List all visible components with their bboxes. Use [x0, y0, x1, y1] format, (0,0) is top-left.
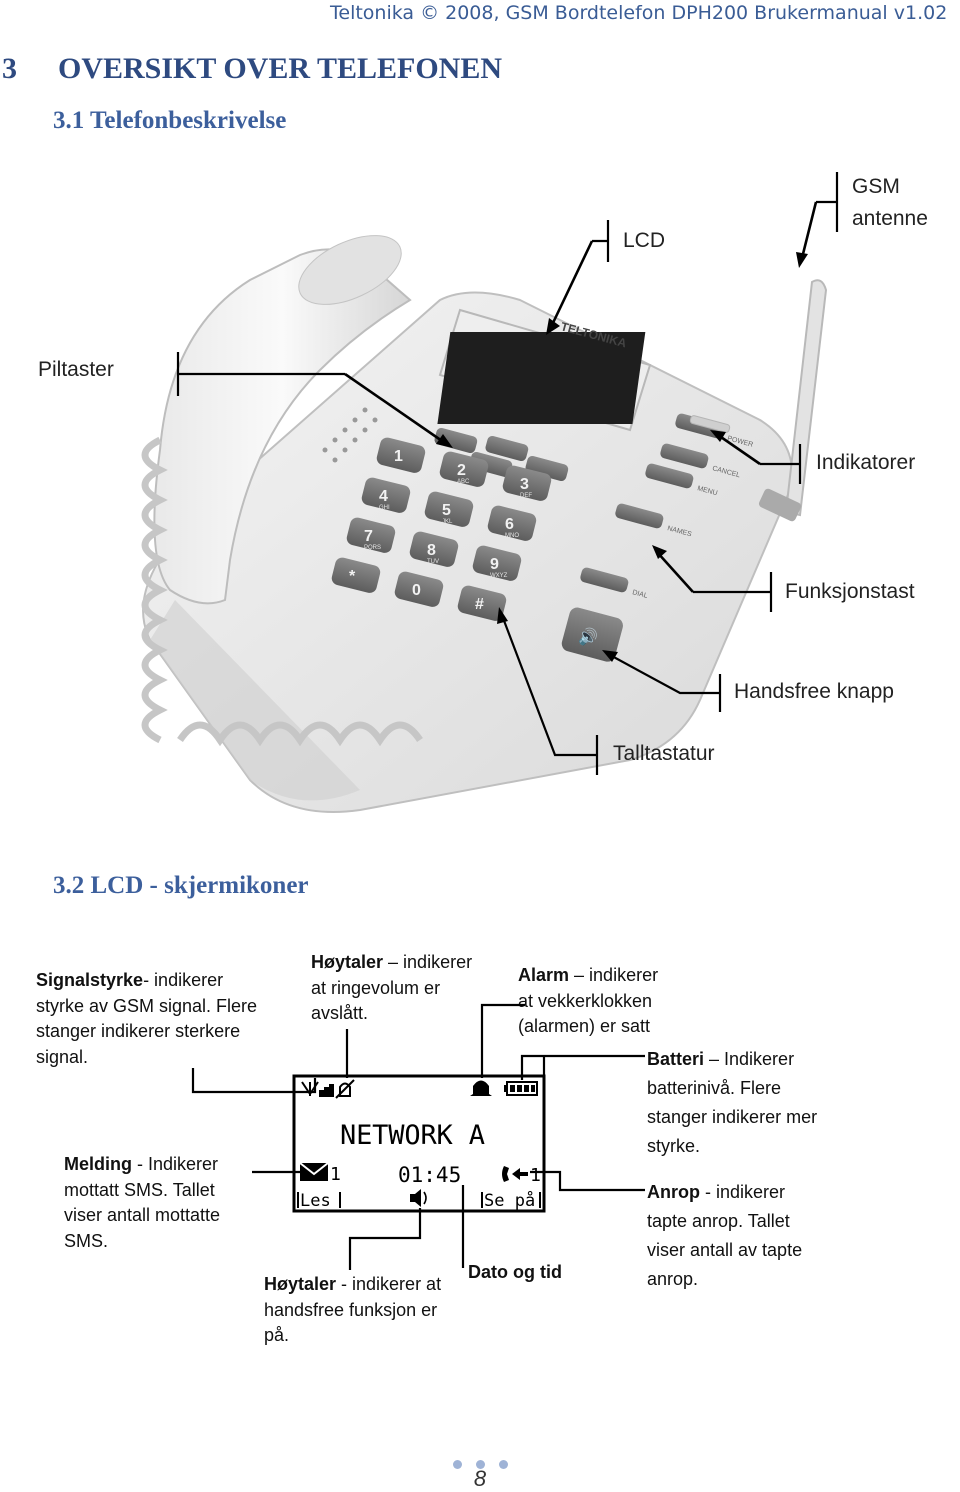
phone-key-sublabel: PQRS [364, 545, 381, 551]
svg-text:🔊: 🔊 [578, 627, 598, 646]
phone-key-label: # [475, 596, 484, 613]
alarm-icon [470, 1080, 492, 1096]
phone-key-label: 2 [457, 462, 466, 479]
phone-key-label: 1 [394, 448, 403, 465]
indicator-lights [689, 415, 731, 433]
phone-key-sublabel: MNO [505, 533, 519, 539]
phone-key-label: 0 [412, 582, 421, 599]
function-key: DIAL [580, 567, 648, 600]
ringer-off-icon [335, 1079, 355, 1099]
phone-key-sublabel: TUV [427, 559, 439, 565]
lcd-screen-illustration [437, 332, 646, 424]
callout-gsm-antenna-2: antenne [852, 207, 928, 230]
callout-function-keys: Funksjonstast [785, 580, 915, 603]
lcd-display [292, 1074, 546, 1213]
annotation-alarm: Alarm – indikerer at vekkerklokken (alar… [518, 965, 659, 1036]
running-header: Teltonika © 2008, GSM Bordtelefon DPH200… [330, 2, 948, 24]
subsection-heading-2: 3.2 LCD - skjermikoner [53, 872, 309, 899]
phone-key-label: 8 [427, 542, 436, 559]
callout-keypad: Talltastatur [613, 742, 715, 765]
handsfree-key-illustration [561, 607, 623, 662]
page-number: 8 [473, 1466, 487, 1491]
lcd-sms-count: 1 [330, 1164, 341, 1185]
phone-key-label: 4 [379, 488, 388, 505]
annotation-speaker-mute: Høytaler – indikerer at ringevolum er av… [311, 952, 473, 1023]
signal-strength-icon [301, 1081, 334, 1097]
section-heading: 3 OVERSIKT OVER TELEFONEN [2, 52, 502, 86]
annotation-missed-call: Anrop - indikerer tapte anrop. Tallet vi… [647, 1182, 803, 1289]
callout-lcd: LCD [623, 229, 666, 252]
annotation-battery: Batteri – Indikerer batterinivå. Flere s… [647, 1049, 818, 1156]
phone-key: 1 [376, 437, 426, 473]
phone-key-label: 6 [505, 516, 514, 533]
annotation-message: Melding - Indikerer mottatt SMS. Tallet … [64, 1154, 221, 1251]
lcd-time: 01:45 [398, 1163, 461, 1187]
phone-key-label: * [349, 568, 356, 585]
phone-key-sublabel: JKL [442, 519, 453, 525]
lcd-missed-count: 1 [530, 1165, 541, 1186]
callout-gsm-antenna-1: GSM [852, 175, 900, 198]
phone-key-sublabel: GHI [379, 505, 390, 511]
speaker-grille [322, 407, 378, 463]
phone-key: * [331, 557, 381, 593]
phone-key-label: 9 [490, 556, 499, 573]
phone-key-sublabel: ABC [457, 479, 470, 485]
lcd-diagram: NETWORK A 1 01:45 1 Les Se på [191, 1003, 645, 1270]
phone-key-label: 3 [520, 476, 529, 493]
phone-key: 0 [394, 571, 444, 607]
lcd-left-softkey: Les [300, 1191, 331, 1211]
phone-key-sublabel: WXYZ [490, 573, 508, 579]
annotation-speaker-handsfree: Høytaler - indikerer at handsfree funksj… [264, 1274, 442, 1345]
handset [153, 248, 412, 605]
callout-indicators: Indikatorer [816, 451, 916, 474]
sms-envelope-icon [299, 1162, 329, 1181]
handsfree-speaker-icon [410, 1189, 427, 1207]
function-key-label: DIAL [631, 589, 648, 600]
section-number: 3 [2, 52, 17, 85]
annotation-signal: Signalstyrke- indikerer styrke av GSM si… [36, 970, 258, 1067]
phone-key-label: 7 [364, 528, 373, 545]
annotation-date-time: Dato og tid [468, 1262, 562, 1282]
callout-handsfree-button: Handsfree knapp [734, 680, 894, 703]
phone-key-sublabel: DEF [520, 493, 532, 499]
section-title: OVERSIKT OVER TELEFONEN [58, 52, 503, 85]
lcd-right-softkey: Se på [484, 1190, 535, 1211]
callout-arrow-keys: Piltaster [38, 358, 114, 381]
battery-icon [504, 1081, 538, 1096]
gsm-antenna-illustration [784, 279, 828, 517]
footer-dots [0, 1456, 960, 1474]
lcd-network-text: NETWORK A [340, 1120, 485, 1151]
subsection-heading-1: 3.1 Telefonbeskrivelse [53, 107, 287, 134]
arrow-keys [434, 427, 569, 482]
phone-key-label: 5 [442, 502, 451, 519]
phone-key: # [457, 585, 507, 621]
missed-call-icon [502, 1166, 528, 1182]
coiled-cord [141, 436, 423, 747]
